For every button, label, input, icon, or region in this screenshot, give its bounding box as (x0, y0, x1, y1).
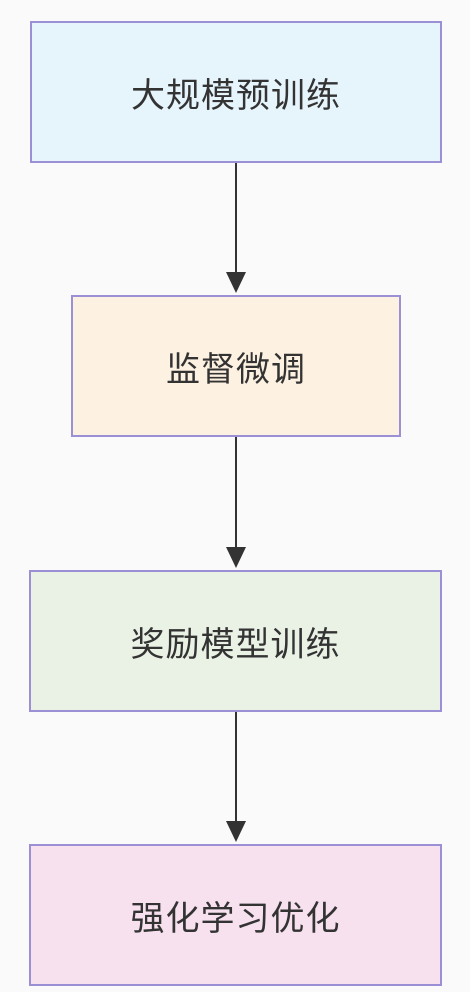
step-pretraining-box: 大规模预训练 (30, 21, 442, 163)
step-reward-model-box: 奖励模型训练 (29, 570, 442, 712)
step-rl-optimization-label: 强化学习优化 (130, 898, 341, 939)
arrow-3-to-4 (226, 712, 246, 842)
step-pretraining-label: 大规模预训练 (131, 75, 341, 116)
arrow-1-to-2 (226, 163, 246, 293)
arrow-2-to-3 (226, 437, 246, 568)
step-rl-optimization-box: 强化学习优化 (29, 844, 442, 986)
step-supervised-finetuning-box: 监督微调 (71, 295, 401, 437)
step-supervised-finetuning-label: 监督微调 (166, 349, 306, 390)
step-reward-model-label: 奖励模型训练 (130, 624, 341, 665)
